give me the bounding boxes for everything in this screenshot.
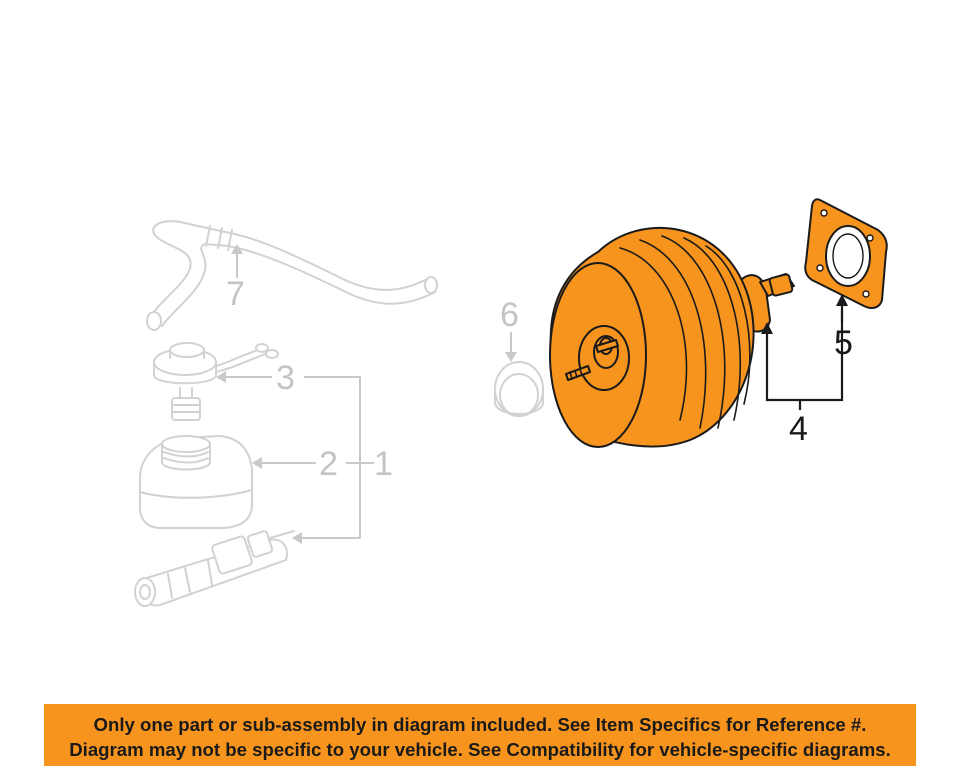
gasket-part: [804, 198, 888, 309]
callout-3-leader: [216, 371, 361, 462]
callout-5-leader: [836, 294, 848, 322]
callout-2-leader: [252, 457, 374, 469]
callout-6-leader: [505, 332, 517, 362]
callout-7-leader: [231, 244, 243, 278]
callout-2: 2: [319, 445, 338, 483]
notice-banner: Only one part or sub-assembly in diagram…: [44, 704, 916, 766]
parts-diagram: 7 3 2 1: [134, 198, 888, 607]
callout-5: 5: [834, 324, 853, 362]
reservoir-cap-part: [153, 342, 279, 421]
callout-3: 3: [276, 359, 295, 397]
callout-1-leader: [292, 462, 361, 544]
reservoir-part: [139, 435, 253, 529]
callout-4-leader: [761, 310, 844, 410]
notice-line-2: Diagram may not be specific to your vehi…: [69, 739, 891, 760]
callout-4: 4: [789, 410, 808, 448]
brake-booster-part: [549, 226, 795, 448]
callout-1: 1: [374, 445, 393, 483]
callout-7: 7: [226, 275, 245, 313]
notice-line-1: Only one part or sub-assembly in diagram…: [93, 714, 867, 735]
seal-ring-part: [494, 361, 544, 417]
callout-6: 6: [500, 296, 519, 334]
master-cylinder-part: [134, 530, 295, 607]
vacuum-hose-part: [146, 220, 438, 331]
